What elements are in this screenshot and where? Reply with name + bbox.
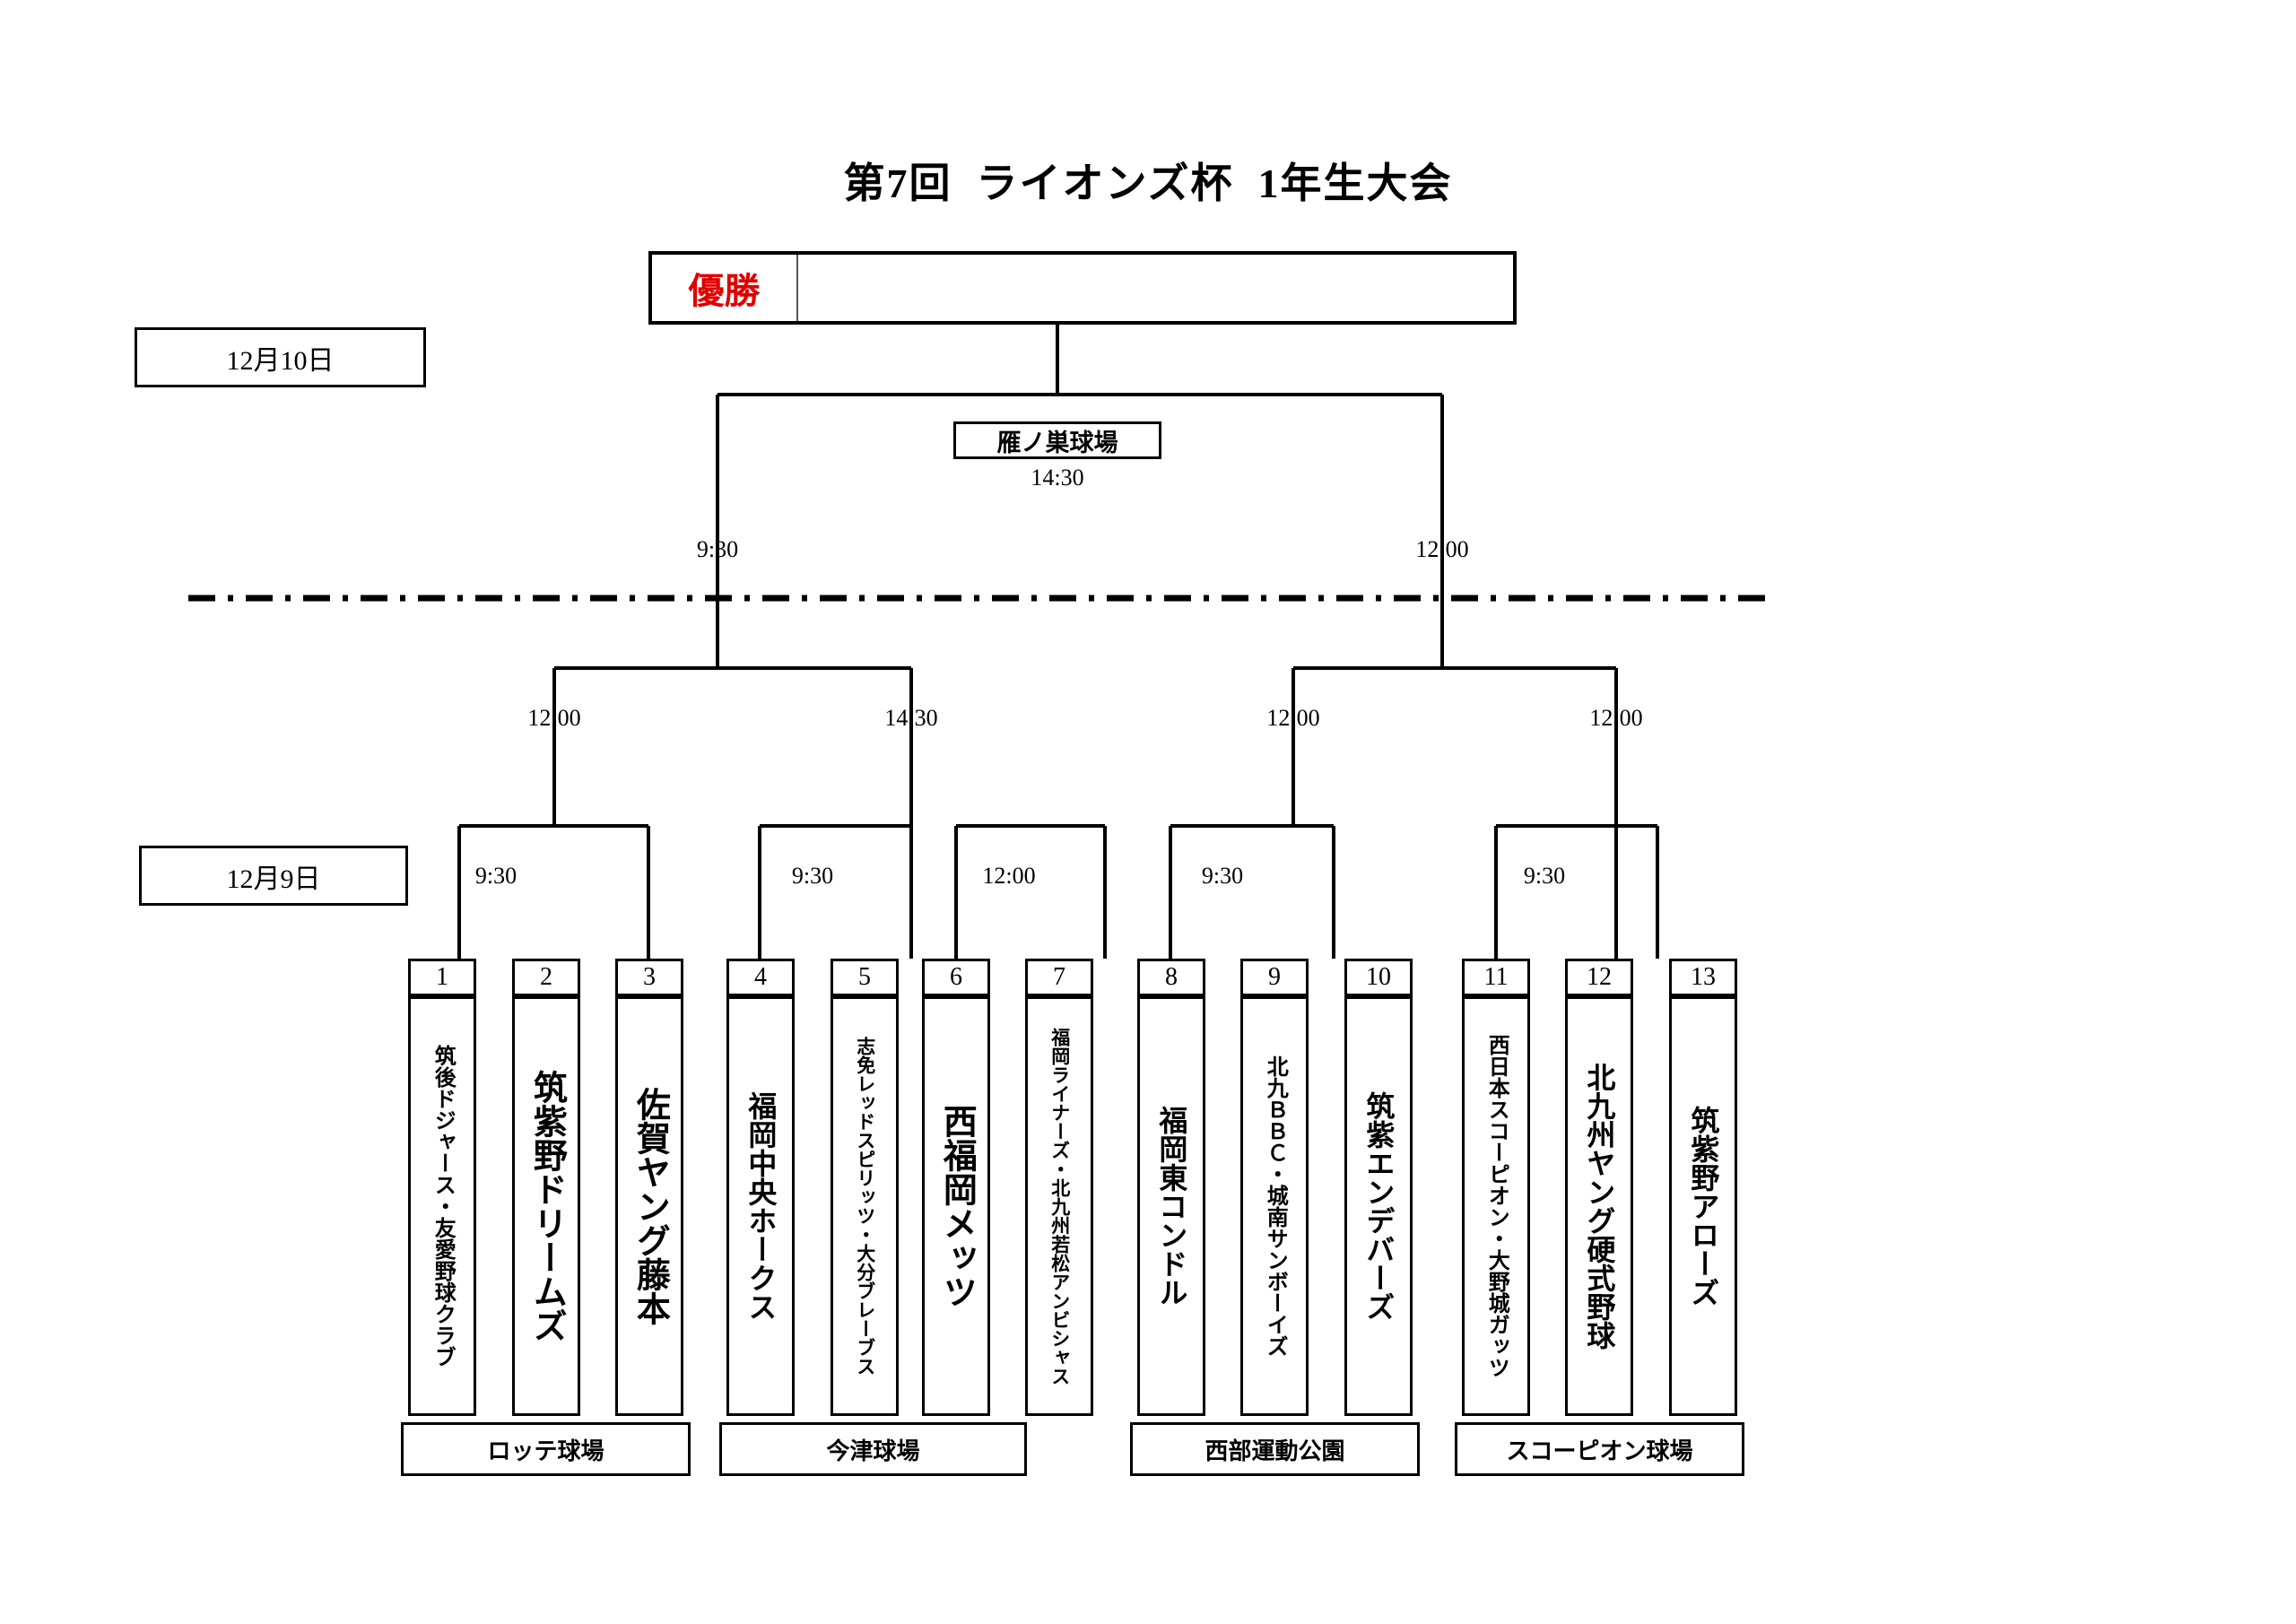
seed-box: 2	[512, 959, 580, 996]
semifinal-time-left: 9:30	[696, 536, 739, 562]
final-venue-box: 雁ノ巣球場	[953, 421, 1161, 459]
team-box[interactable]: 西日本スコーピオン・大野城ガッツ	[1462, 996, 1530, 1416]
date-box-day1: 12月9日	[139, 846, 408, 906]
team-name: 西福岡メッツ	[937, 1104, 976, 1308]
team-box[interactable]: 佐賀ヤング藤本	[615, 996, 683, 1416]
champion-label: 優勝	[652, 255, 798, 321]
team-name: 筑紫エンデバーズ	[1362, 1091, 1396, 1321]
seed-box: 3	[615, 959, 683, 996]
team-box[interactable]: 西福岡メッツ	[922, 996, 990, 1416]
team-box[interactable]: 筑紫野アローズ	[1669, 996, 1737, 1416]
firstround-time-2: 9:30	[791, 863, 834, 889]
team-name: 北九ＢＢＣ・城南サンボーイズ	[1263, 1055, 1287, 1357]
seed-box: 4	[726, 959, 795, 996]
quarterfinal-time-3: 12:00	[1266, 705, 1320, 731]
ground-box: ロッテ球場	[401, 1422, 691, 1476]
team-name: 福岡東コンドル	[1155, 1106, 1188, 1307]
team-name: 筑後ドジャース・友愛野球クラブ	[430, 1045, 455, 1368]
team-name: 佐賀ヤング藤本	[631, 1087, 669, 1325]
seed-box: 5	[831, 959, 899, 996]
quarterfinal-time-2: 14:30	[884, 705, 938, 731]
page-title: 第7回 ライオンズ杯 1年生大会	[843, 161, 1453, 206]
seed-box: 8	[1137, 959, 1205, 996]
seed-box: 10	[1344, 959, 1413, 996]
firstround-time-1: 9:30	[474, 863, 517, 889]
seed-box: 9	[1240, 959, 1309, 996]
team-name: 筑紫野ドリームズ	[527, 1070, 566, 1342]
final-time-label: 14:30	[1031, 465, 1084, 491]
firstround-time-4: 9:30	[1201, 863, 1244, 889]
team-box[interactable]: 北九ＢＢＣ・城南サンボーイズ	[1240, 996, 1309, 1416]
seed-box: 11	[1462, 959, 1530, 996]
team-box[interactable]: 福岡中央ホークス	[726, 996, 795, 1416]
semifinal-time-right: 12:00	[1415, 536, 1469, 562]
champion-winner-slot[interactable]	[798, 255, 1513, 321]
team-name: 福岡中央ホークス	[744, 1091, 778, 1321]
team-name: 北九州ヤング硬式野球	[1583, 1063, 1616, 1350]
seed-box: 6	[922, 959, 990, 996]
date-box-day2: 12月10日	[135, 327, 426, 387]
seed-box: 13	[1669, 959, 1737, 996]
team-name: 西日本スコーピオン・大野城ガッツ	[1484, 1034, 1509, 1378]
seed-box: 12	[1565, 959, 1633, 996]
team-name: 福岡ライナーズ・北九州若松アンビシャス	[1048, 1027, 1071, 1385]
team-box[interactable]: 筑紫野ドリームズ	[512, 996, 580, 1416]
firstround-time-3: 12:00	[982, 863, 1036, 889]
team-box[interactable]: 筑紫エンデバーズ	[1344, 996, 1413, 1416]
firstround-time-5: 9:30	[1523, 863, 1566, 889]
quarterfinal-time-4: 12:00	[1589, 705, 1643, 731]
seed-box: 7	[1025, 959, 1093, 996]
champion-box: 優勝	[648, 251, 1517, 325]
team-box[interactable]: 福岡東コンドル	[1137, 996, 1205, 1416]
seed-box: 1	[408, 959, 476, 996]
team-box[interactable]: 筑後ドジャース・友愛野球クラブ	[408, 996, 476, 1416]
ground-box: 西部運動公園	[1130, 1422, 1420, 1476]
team-box[interactable]: 北九州ヤング硬式野球	[1565, 996, 1633, 1416]
quarterfinal-time-1: 12:00	[527, 705, 581, 731]
team-box[interactable]: 福岡ライナーズ・北九州若松アンビシャス	[1025, 996, 1093, 1416]
team-name: 志免レッドスピリッツ・大分ブレーブス	[854, 1037, 876, 1376]
ground-box: スコーピオン球場	[1455, 1422, 1744, 1476]
team-name: 筑紫野アローズ	[1687, 1106, 1720, 1307]
team-box[interactable]: 志免レッドスピリッツ・大分ブレーブス	[831, 996, 899, 1416]
ground-box: 今津球場	[719, 1422, 1027, 1476]
